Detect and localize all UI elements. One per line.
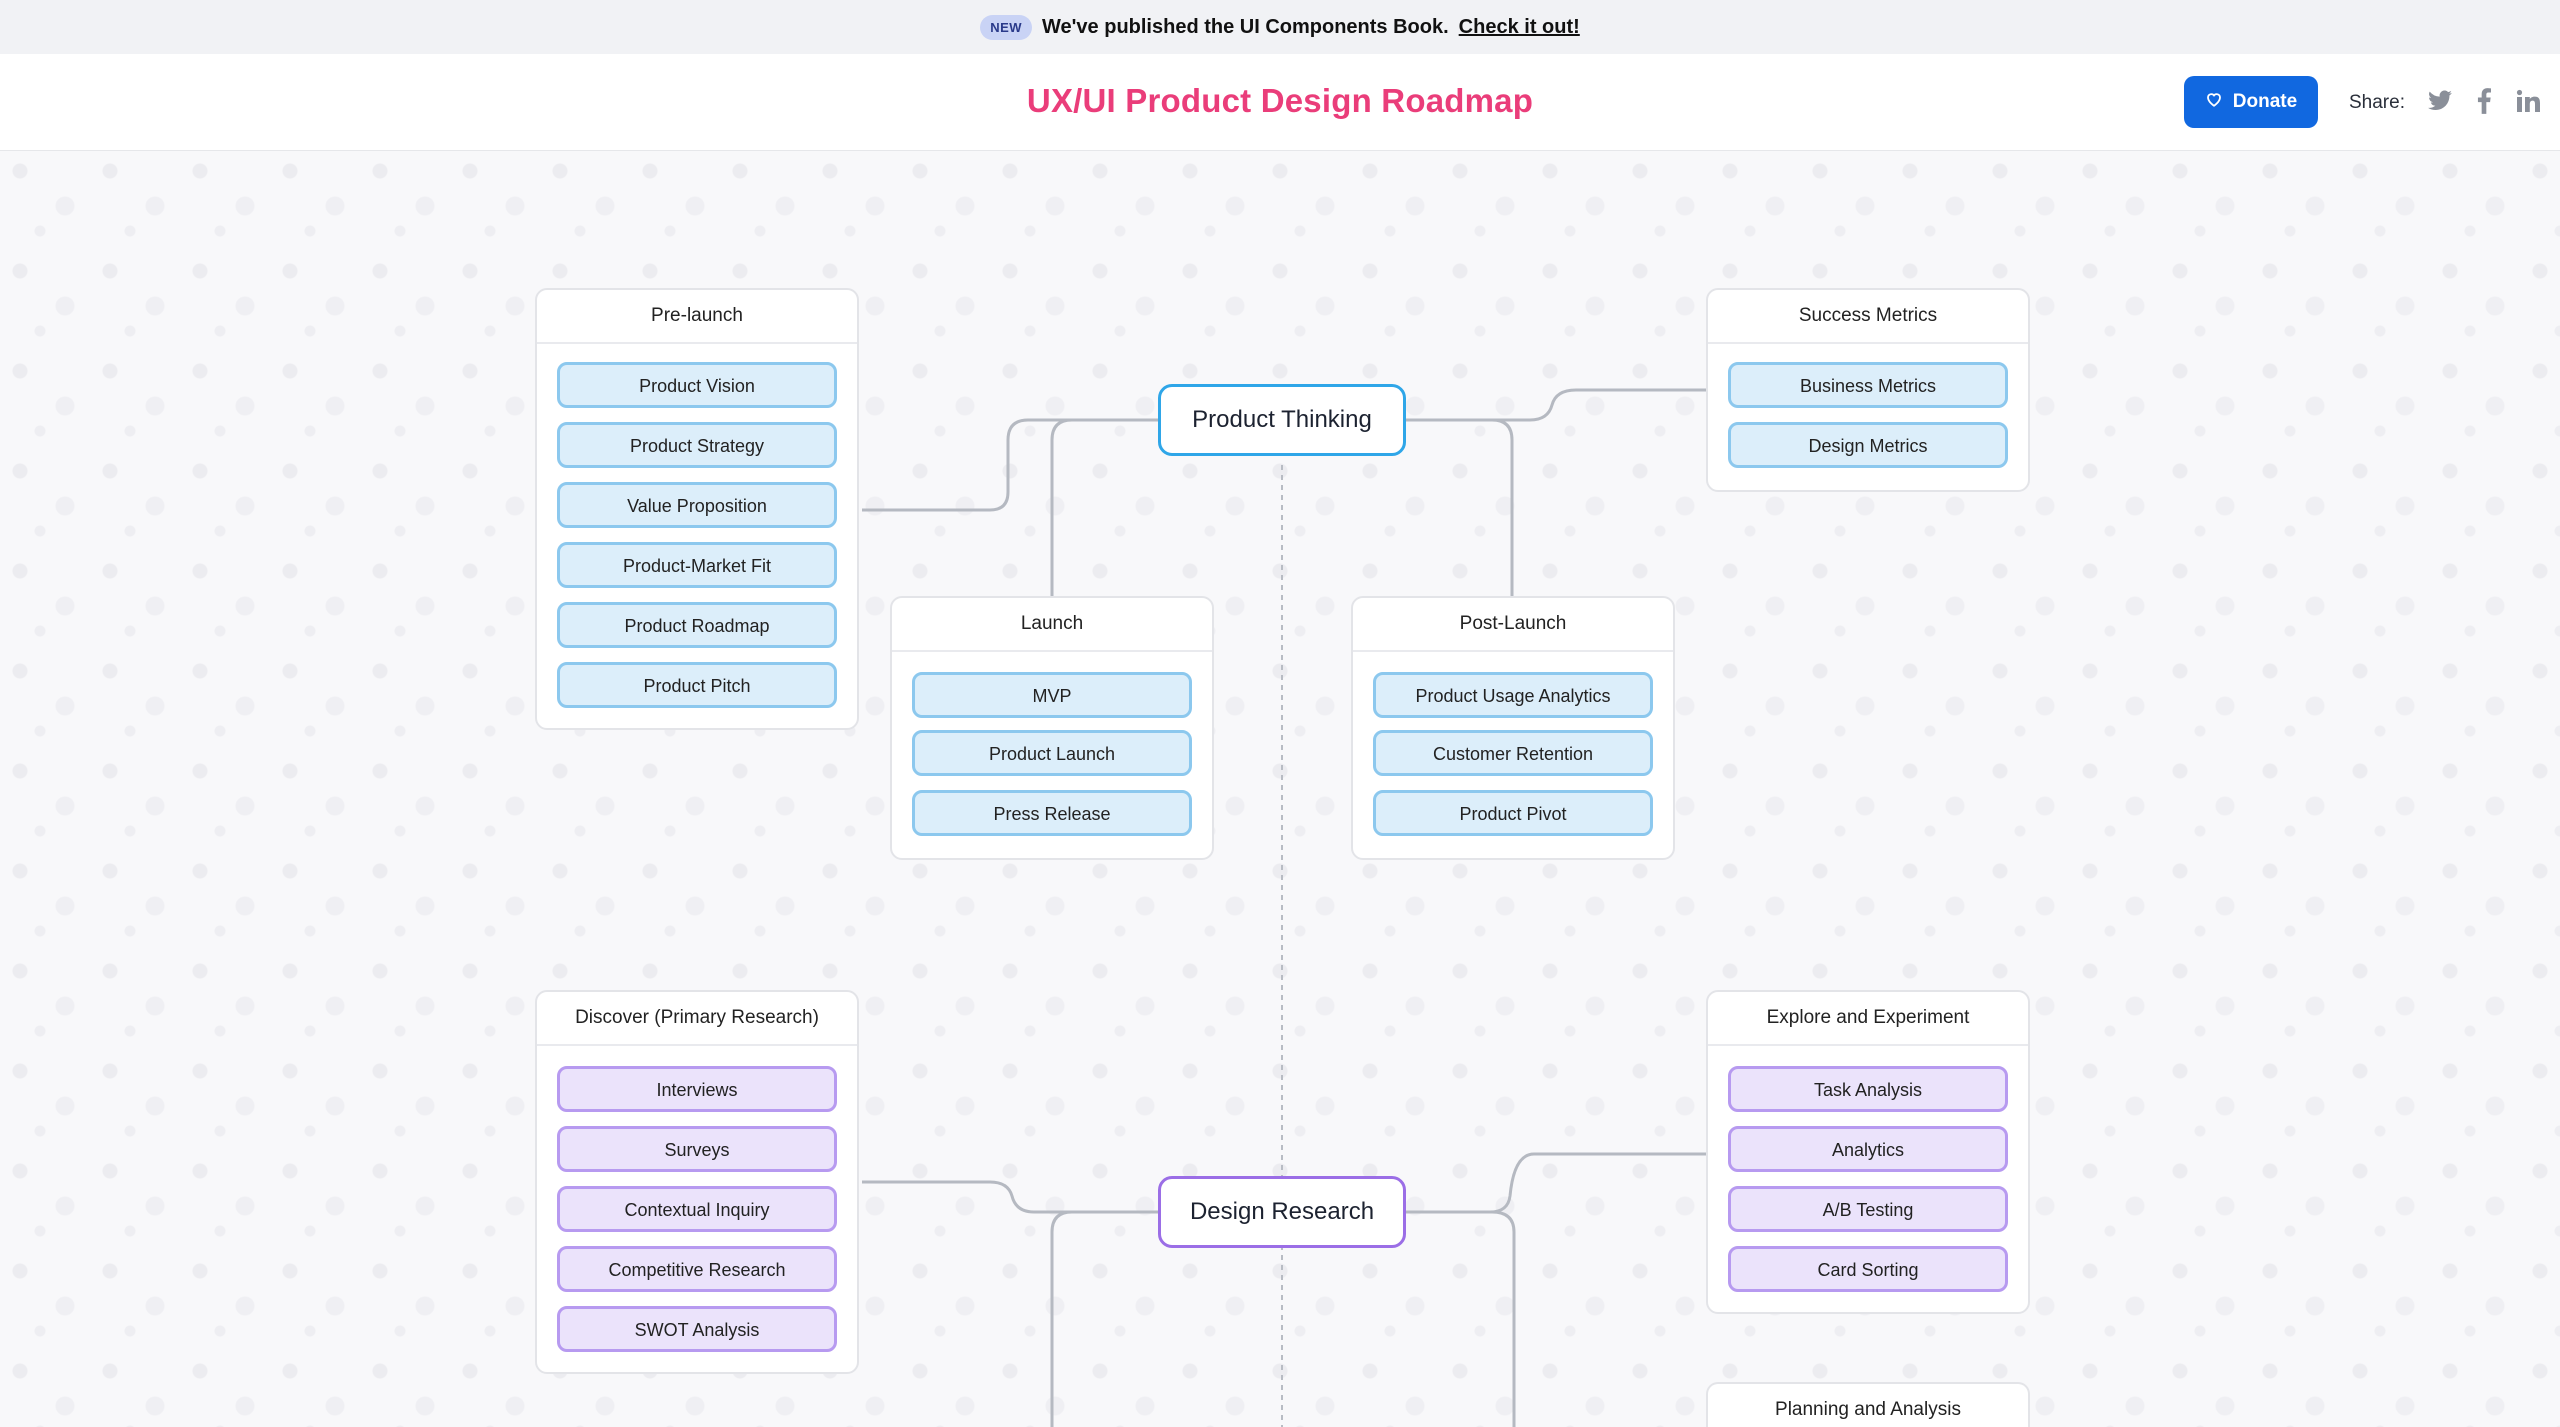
group-title: Pre-launch <box>537 290 857 344</box>
group-title: Launch <box>892 598 1212 652</box>
topic-product-launch[interactable]: Product Launch <box>912 730 1192 776</box>
group-title: Planning and Analysis <box>1775 1399 1961 1420</box>
group-explore-and-experiment: Explore and Experiment Task Analysis Ana… <box>1706 990 2030 1314</box>
topic-product-usage-analytics[interactable]: Product Usage Analytics <box>1373 672 1653 718</box>
banner-message: We've published the UI Components Book. <box>1042 15 1449 38</box>
hub-design-research[interactable]: Design Research <box>1158 1176 1406 1248</box>
topic-task-analysis[interactable]: Task Analysis <box>1728 1066 2008 1112</box>
group-planning-and-analysis: Planning and Analysis <box>1706 1382 2030 1427</box>
topic-ab-testing[interactable]: A/B Testing <box>1728 1186 2008 1232</box>
page-title[interactable]: UX/UI Product Design Roadmap <box>1026 82 1534 119</box>
top-bar: UX/UI Product Design Roadmap Donate Shar… <box>0 54 2560 152</box>
topic-product-pivot[interactable]: Product Pivot <box>1373 790 1653 836</box>
group-pre-launch: Pre-launch Product Vision Product Strate… <box>535 288 859 730</box>
new-badge: NEW <box>980 14 1033 40</box>
roadmap-canvas <box>0 151 2560 1427</box>
announcement-banner: NEW We've published the UI Components Bo… <box>0 0 2560 54</box>
topic-analytics[interactable]: Analytics <box>1728 1126 2008 1172</box>
topic-surveys[interactable]: Surveys <box>557 1126 837 1172</box>
topic-competitive-research[interactable]: Competitive Research <box>557 1246 837 1292</box>
donate-label: Donate <box>2232 91 2298 112</box>
topic-product-vision[interactable]: Product Vision <box>557 362 837 408</box>
topic-design-metrics[interactable]: Design Metrics <box>1728 422 2008 468</box>
group-title: Explore and Experiment <box>1708 992 2028 1046</box>
topic-product-strategy[interactable]: Product Strategy <box>557 422 837 468</box>
topic-press-release[interactable]: Press Release <box>912 790 1192 836</box>
banner-link[interactable]: Check it out! <box>1458 15 1580 38</box>
group-title: Post-Launch <box>1353 598 1673 652</box>
twitter-icon[interactable] <box>2425 86 2455 116</box>
topic-card-sorting[interactable]: Card Sorting <box>1728 1246 2008 1292</box>
group-discover: Discover (Primary Research) Interviews S… <box>535 990 859 1374</box>
topic-product-roadmap[interactable]: Product Roadmap <box>557 602 837 648</box>
topic-business-metrics[interactable]: Business Metrics <box>1728 362 2008 408</box>
group-success-metrics: Success Metrics Business Metrics Design … <box>1706 288 2030 492</box>
group-post-launch: Post-Launch Product Usage Analytics Cust… <box>1351 596 1675 860</box>
topic-contextual-inquiry[interactable]: Contextual Inquiry <box>557 1186 837 1232</box>
facebook-icon[interactable] <box>2469 86 2499 116</box>
topic-interviews[interactable]: Interviews <box>557 1066 837 1112</box>
heart-icon <box>2205 90 2223 114</box>
topic-value-proposition[interactable]: Value Proposition <box>557 482 837 528</box>
topic-customer-retention[interactable]: Customer Retention <box>1373 730 1653 776</box>
group-launch: Launch MVP Product Launch Press Release <box>890 596 1214 860</box>
share-label: Share: <box>2349 92 2405 113</box>
donate-button[interactable]: Donate <box>2184 76 2318 128</box>
topic-mvp[interactable]: MVP <box>912 672 1192 718</box>
topic-swot-analysis[interactable]: SWOT Analysis <box>557 1306 837 1352</box>
topic-product-pitch[interactable]: Product Pitch <box>557 662 837 708</box>
topic-product-market-fit[interactable]: Product-Market Fit <box>557 542 837 588</box>
hub-product-thinking[interactable]: Product Thinking <box>1158 384 1406 456</box>
group-title: Discover (Primary Research) <box>537 992 857 1046</box>
linkedin-icon[interactable] <box>2513 86 2543 116</box>
group-title: Success Metrics <box>1708 290 2028 344</box>
